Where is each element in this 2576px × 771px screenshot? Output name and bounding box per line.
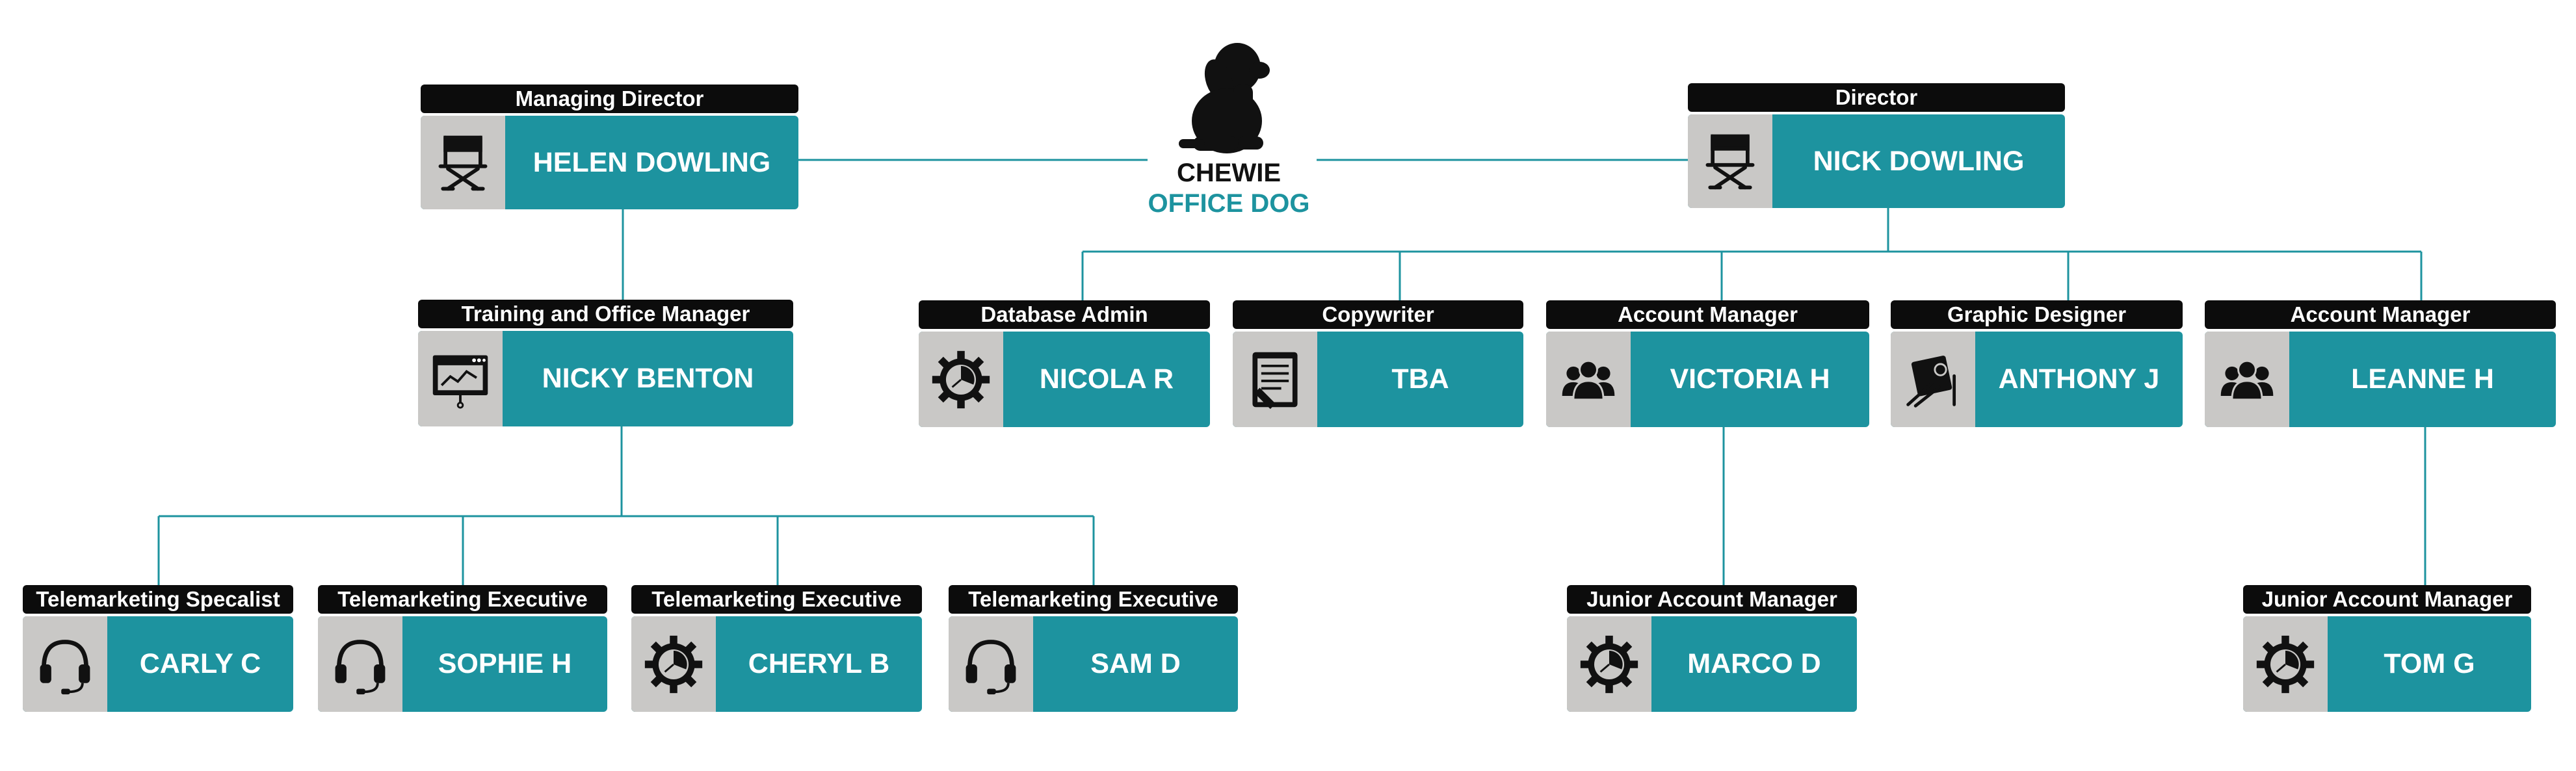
org-node: Managing Director HELEN DOWLING — [421, 85, 798, 209]
gear-gauge-icon — [1580, 635, 1638, 693]
director-chair-icon — [1705, 134, 1755, 190]
job-title: Telemarketing Specalist — [23, 585, 293, 614]
org-node: Junior Account Manager MARCO D — [1567, 585, 1857, 712]
icon-box — [1233, 332, 1317, 427]
icon-box — [949, 616, 1033, 712]
name-card: NICKY BENTON — [418, 331, 793, 426]
org-node: Account Manager VICTORIA H — [1546, 300, 1869, 427]
icon-box — [2205, 332, 2289, 427]
org-node: Telemarketing Executive SAM D — [949, 585, 1238, 712]
dog-icon — [1179, 43, 1270, 153]
person-name: HELEN DOWLING — [532, 146, 771, 178]
org-node: Director NICK DOWLING — [1688, 83, 2065, 208]
job-title: Training and Office Manager — [418, 300, 793, 328]
org-node: Account Manager LEANNE H — [2205, 300, 2556, 427]
org-node: Database Admin NICOLA R — [919, 300, 1210, 427]
person-name: CARLY C — [139, 648, 261, 679]
job-title: Telemarketing Executive — [631, 585, 922, 614]
icon-box — [23, 616, 107, 712]
job-title: Telemarketing Executive — [318, 585, 607, 614]
gear-gauge-icon — [644, 635, 703, 693]
notepad-pen-icon — [1252, 352, 1298, 409]
people-group-icon — [2220, 359, 2274, 400]
person-name: SAM D — [1090, 648, 1181, 679]
person-name: TOM G — [2384, 648, 2475, 679]
name-card: NICOLA R — [919, 332, 1210, 427]
gear-gauge-icon — [932, 350, 990, 408]
icon-box — [1688, 114, 1772, 208]
person-name: NICKY BENTON — [542, 363, 754, 394]
job-title: Telemarketing Executive — [949, 585, 1238, 614]
name-card: ANTHONY J — [1891, 332, 2183, 427]
office-dog: CHEWIE OFFICE DOG — [1144, 39, 1313, 234]
name-card: SOPHIE H — [318, 616, 607, 712]
job-title: Account Manager — [2205, 300, 2556, 329]
headset-icon — [40, 639, 90, 694]
org-node: Telemarketing Executive CHERYL B — [631, 585, 922, 712]
mascot-role: OFFICE DOG — [1148, 189, 1310, 218]
icon-box — [318, 616, 402, 712]
name-card: LEANNE H — [2205, 332, 2556, 427]
icon-box — [421, 116, 505, 209]
design-tools-icon — [1906, 355, 1956, 408]
presentation-screen-icon — [432, 355, 488, 409]
mascot-name: CHEWIE — [1177, 159, 1281, 187]
job-title: Database Admin — [919, 300, 1210, 329]
org-node: Graphic Designer ANTHONY J — [1891, 300, 2183, 427]
job-title: Account Manager — [1546, 300, 1869, 329]
icon-box — [631, 616, 716, 712]
icon-box — [919, 332, 1003, 427]
name-card: SAM D — [949, 616, 1238, 712]
org-node: Telemarketing Executive SOPHIE H — [318, 585, 607, 712]
person-name: ANTHONY J — [1998, 363, 2160, 395]
name-card: TOM G — [2243, 616, 2531, 712]
name-card: CARLY C — [23, 616, 293, 712]
name-card: MARCO D — [1567, 616, 1857, 712]
org-node: Copywriter TBA — [1233, 300, 1523, 427]
person-name: SOPHIE H — [438, 648, 572, 679]
job-title: Director — [1688, 83, 2065, 112]
gear-gauge-icon — [2256, 635, 2315, 693]
icon-box — [1567, 616, 1651, 712]
name-card: VICTORIA H — [1546, 332, 1869, 427]
person-name: VICTORIA H — [1670, 363, 1830, 395]
headset-icon — [966, 639, 1016, 694]
icon-box — [1891, 332, 1975, 427]
person-name: LEANNE H — [2351, 363, 2494, 395]
name-card: TBA — [1233, 332, 1523, 427]
person-name: TBA — [1391, 363, 1449, 395]
job-title: Copywriter — [1233, 300, 1523, 329]
person-name: NICOLA R — [1039, 363, 1174, 395]
org-node: Junior Account Manager TOM G — [2243, 585, 2531, 712]
person-name: MARCO D — [1687, 648, 1821, 679]
person-name: NICK DOWLING — [1813, 145, 2025, 177]
icon-box — [418, 331, 503, 426]
icon-box — [1546, 332, 1631, 427]
job-title: Junior Account Manager — [1567, 585, 1857, 614]
name-card: HELEN DOWLING — [421, 116, 798, 209]
people-group-icon — [1562, 359, 1615, 400]
name-card: NICK DOWLING — [1688, 114, 2065, 208]
headset-icon — [335, 639, 386, 694]
job-title: Junior Account Manager — [2243, 585, 2531, 614]
org-node: Telemarketing Specalist CARLY C — [23, 585, 293, 712]
director-chair-icon — [438, 135, 488, 191]
org-node: Training and Office Manager NICKY BENTON — [418, 300, 793, 426]
icon-box — [2243, 616, 2328, 712]
person-name: CHERYL B — [748, 648, 890, 679]
job-title: Graphic Designer — [1891, 300, 2183, 329]
name-card: CHERYL B — [631, 616, 922, 712]
job-title: Managing Director — [421, 85, 798, 113]
